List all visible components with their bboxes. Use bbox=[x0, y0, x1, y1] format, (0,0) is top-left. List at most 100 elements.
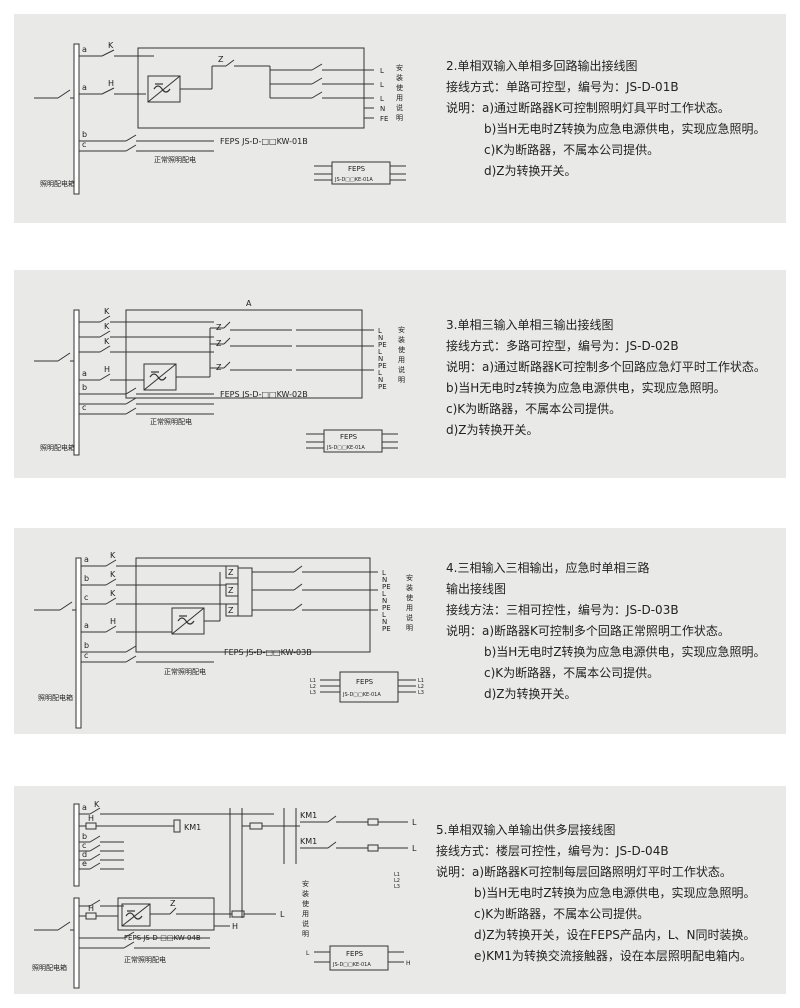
diagram-panel-2: A a b c K K K H Z Z Z L N PE L N PE L N … bbox=[14, 270, 786, 478]
feps-module-code: JS-D□□KE-01A bbox=[342, 692, 381, 698]
install-char-3: 使 bbox=[406, 593, 413, 602]
install-char-5: 说 bbox=[406, 613, 413, 622]
bus-tag-5: b bbox=[84, 641, 89, 650]
out-tag-7: L bbox=[378, 369, 382, 377]
contactor-tag-2: KM1 bbox=[300, 837, 317, 846]
note-d: d)Z为转换开关。 bbox=[484, 687, 577, 701]
bus-tag-a: a bbox=[82, 803, 87, 812]
note-b: b)当H无电时Z转换为应急电源供电，实现应急照明。 bbox=[484, 122, 766, 136]
switch-tag-h: H bbox=[88, 814, 94, 823]
install-char-6: 明 bbox=[406, 624, 413, 632]
switch-tag-k: K bbox=[94, 800, 100, 809]
feps-module-title: FEPS bbox=[346, 950, 364, 958]
note-e: e)KM1为转换交流接触器，设在本层照明配电箱内。 bbox=[474, 949, 752, 963]
note-c: c)K为断路器，不属本公司提供。 bbox=[446, 402, 622, 416]
switch-tag-k1: K bbox=[110, 551, 116, 560]
note-c: c)K为断路器，不属本公司提供。 bbox=[484, 143, 660, 157]
diagram-heading: 5.单相双输入单输出供多层接线图 bbox=[436, 823, 616, 837]
install-char-4: 用 bbox=[396, 94, 403, 102]
out-tag-5: N bbox=[382, 597, 387, 605]
switch-tag-z: Z bbox=[170, 899, 176, 908]
product-code: FEPS JS-D-□□KW-04B bbox=[124, 934, 201, 942]
install-char-5: 说 bbox=[396, 103, 403, 112]
description-3: 4.三相输入三相输出，应急时单相三路 输出接线图 接线方法：三相可控性，编号为：… bbox=[446, 558, 766, 705]
module-out-tag: H bbox=[406, 960, 411, 967]
description-1: 2.单相双输入单相多回路输出接线图 接线方式：单路可控型，编号为：JS-D-01… bbox=[446, 56, 766, 182]
side-tag-2: L2 bbox=[394, 878, 400, 884]
normal-lighting-label: 正常照明配电 bbox=[164, 667, 206, 676]
install-char-5: 说 bbox=[302, 919, 309, 928]
product-code: FEPS JS-D-□□KW-01B bbox=[220, 137, 308, 146]
out-tag-1: L bbox=[380, 67, 384, 75]
switch-tag-z2: Z bbox=[216, 339, 222, 348]
bus-tag-2: b bbox=[84, 574, 89, 583]
switch-tag-k: K bbox=[108, 41, 114, 50]
wiring-diagram-3: a b c a b c K K K H Z Z Z L N PE L N PE … bbox=[34, 551, 424, 729]
out-tag-9: PE bbox=[378, 383, 387, 391]
module-tag-out-2: L2 bbox=[418, 684, 424, 690]
diagram-panel-3: a b c a b c K K K H Z Z Z L N PE L N PE … bbox=[14, 528, 786, 734]
side-tag-3: L3 bbox=[394, 884, 400, 890]
module-tag-out-1: L1 bbox=[418, 678, 424, 684]
bus-tag-2: a bbox=[82, 83, 87, 92]
box-tag: A bbox=[246, 299, 252, 308]
side-tag-1: L1 bbox=[394, 872, 400, 878]
bus-tag-3: c bbox=[84, 593, 88, 602]
note-c: c)K为断路器，不属本公司提供。 bbox=[474, 907, 650, 921]
out-tag-2: N bbox=[382, 576, 387, 584]
feps-module-title: FEPS bbox=[356, 678, 374, 686]
module-tag-in-2: L2 bbox=[310, 684, 316, 690]
switch-tag-k1: K bbox=[104, 307, 110, 316]
bus-tag-2: b bbox=[82, 383, 87, 392]
switch-tag-h-2: H bbox=[88, 904, 94, 913]
distribution-box-label: 照明配电箱 bbox=[32, 963, 67, 972]
switch-tag-h: H bbox=[108, 79, 114, 88]
note-b: b)当H无电时Z转换为应急电源供电，实现应急照明。 bbox=[474, 886, 756, 900]
feps-module-code: JS-D□□KE-01A bbox=[334, 177, 373, 183]
install-char-6: 明 bbox=[396, 114, 403, 122]
switch-tag-z2: Z bbox=[228, 586, 234, 595]
bus-tag-1: a bbox=[82, 45, 87, 54]
normal-lighting-label: 正常照明配电 bbox=[150, 417, 192, 426]
feps-module-title: FEPS bbox=[348, 165, 366, 173]
wiring-method: 接线方式：楼层可控性，编号为：JS-D-04B bbox=[436, 844, 669, 858]
bus-tag-1: a bbox=[84, 555, 89, 564]
install-char-6: 明 bbox=[398, 376, 405, 384]
switch-tag-k2: K bbox=[110, 570, 116, 579]
out-tag-3: PE bbox=[382, 583, 391, 591]
out-tag-4: H bbox=[232, 922, 238, 931]
feps-module-code: JS-D□□KE-01A bbox=[326, 445, 365, 451]
bus-tag-3: c bbox=[82, 403, 86, 412]
out-tag-3: L bbox=[280, 910, 285, 919]
install-char-3: 使 bbox=[398, 345, 405, 354]
switch-tag-z: Z bbox=[218, 55, 224, 64]
out-tag-8: N bbox=[382, 618, 387, 626]
switch-tag-z3: Z bbox=[228, 606, 234, 615]
bus-tag-3: b bbox=[82, 130, 87, 139]
description-4: 5.单相双输入单输出供多层接线图 接线方式：楼层可控性，编号为：JS-D-04B… bbox=[436, 820, 756, 967]
distribution-box-label: 照明配电箱 bbox=[40, 443, 75, 452]
bus-tag-4: c bbox=[82, 140, 86, 149]
feps-module-title: FEPS bbox=[340, 433, 358, 441]
note-a: 说明：a)断路器K可控制每层回路照明灯平时工作状态。 bbox=[436, 865, 732, 879]
bus-tag-6: c bbox=[84, 651, 88, 660]
out-tag-9: PE bbox=[382, 625, 391, 633]
install-char-4: 用 bbox=[302, 910, 309, 918]
out-tag-3: PE bbox=[378, 341, 387, 349]
note-a: 说明：a)通过断路器K可控制多个回路应急灯平时工作状态。 bbox=[446, 360, 766, 374]
module-tag-in-3: L3 bbox=[310, 690, 316, 696]
switch-tag-k3: K bbox=[104, 337, 110, 346]
note-b: b)当H无电时z转换为应急电源供电，实现应急照明。 bbox=[446, 381, 726, 395]
module-tag-out-3: L3 bbox=[418, 690, 424, 696]
diagram-heading: 2.单相双输入单相多回路输出接线图 bbox=[446, 59, 638, 73]
module-in-tag: L bbox=[306, 950, 310, 957]
wiring-diagram-2: A a b c K K K H Z Z Z L N PE L N PE L N … bbox=[34, 299, 405, 456]
out-tag-6: PE bbox=[382, 604, 391, 612]
diagram-heading: 3.单相三输入单相三输出接线图 bbox=[446, 318, 614, 332]
switch-tag-z3: Z bbox=[216, 363, 222, 372]
install-char-4: 用 bbox=[398, 356, 405, 364]
normal-lighting-label: 正常照明配电 bbox=[124, 955, 166, 964]
out-tag-8: N bbox=[378, 376, 383, 384]
module-tag-in-1: L1 bbox=[310, 678, 316, 684]
install-char-6: 明 bbox=[302, 930, 309, 938]
